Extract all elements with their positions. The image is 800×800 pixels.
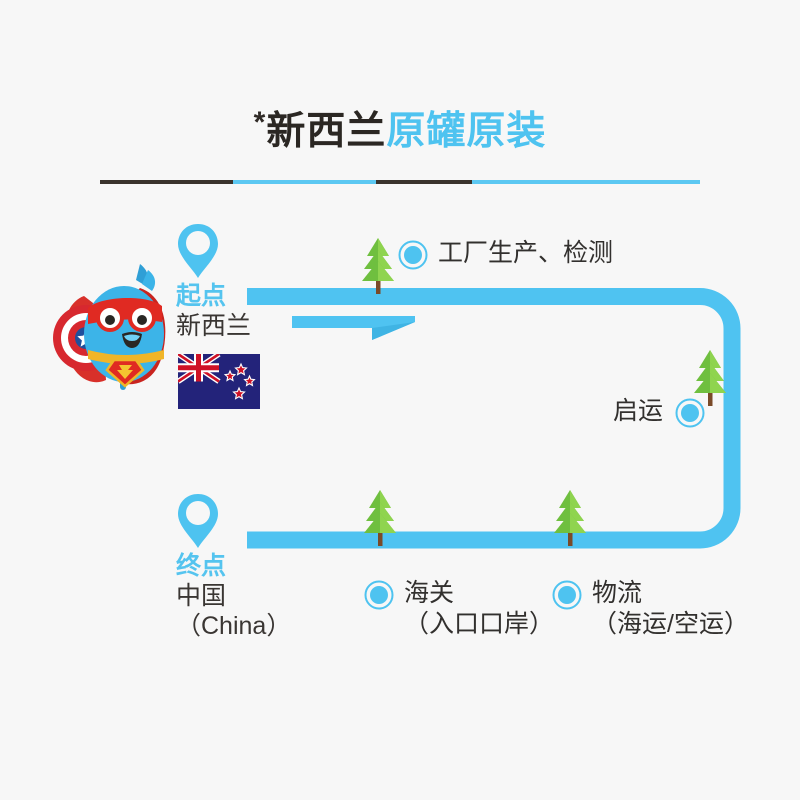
node-marker-icon (552, 580, 582, 610)
title-packaging: 原罐原装 (386, 110, 547, 153)
node-logistics[interactable]: 物流 （海运/空运） (552, 578, 749, 639)
node-departure[interactable]: 启运 (613, 396, 705, 428)
tree-customs-icon (362, 488, 398, 551)
direction-arrow (292, 316, 415, 340)
node-customs-label: 海关 (404, 579, 455, 607)
tree-logistics-icon (552, 488, 588, 551)
end-point-label: 终点 (176, 552, 227, 580)
start-point-block: 起点 新西兰 (176, 222, 251, 341)
node-customs[interactable]: 海关 （入口口岸） (364, 578, 554, 639)
node-marker-icon (364, 580, 394, 610)
node-departure-label: 启运 (613, 397, 664, 425)
start-point-country: 新西兰 (176, 311, 252, 340)
node-logistics-label: 物流 (592, 579, 643, 607)
map-pin-icon (178, 224, 218, 278)
node-marker-icon (675, 398, 705, 428)
superman-emblem-icon (105, 358, 145, 388)
node-factory-label: 工厂生产、检测 (438, 239, 614, 267)
divider-segment-3 (375, 180, 472, 184)
node-customs-text: 海关 （入口口岸） (404, 578, 554, 639)
tree-factory-icon (360, 236, 396, 299)
node-factory[interactable]: 工厂生产、检测 (398, 238, 613, 270)
node-marker-icon (398, 240, 428, 270)
tree-departure-icon (692, 348, 728, 411)
title-divider (100, 180, 700, 184)
title-origin-country: 新西兰 (266, 110, 387, 153)
page-title: *新西兰原罐原装 (0, 106, 800, 153)
node-customs-sublabel: （入口口岸） (404, 609, 555, 638)
divider-segment-1 (100, 180, 234, 184)
new-zealand-flag-icon (176, 351, 260, 414)
divider-segment-4 (471, 180, 700, 184)
node-logistics-sublabel: （海运/空运） (592, 609, 749, 638)
divider-segment-2 (233, 180, 376, 184)
start-point-label: 起点 (176, 282, 227, 310)
node-logistics-text: 物流 （海运/空运） (592, 578, 749, 639)
end-point-block: 终点 中国 （China） (176, 492, 291, 642)
title-asterisk: * (253, 106, 267, 139)
map-pin-icon (178, 494, 218, 548)
mascot-superhero-bird (44, 252, 176, 392)
end-point-country: 中国 (176, 581, 227, 610)
end-point-country-en: （China） (176, 612, 292, 641)
